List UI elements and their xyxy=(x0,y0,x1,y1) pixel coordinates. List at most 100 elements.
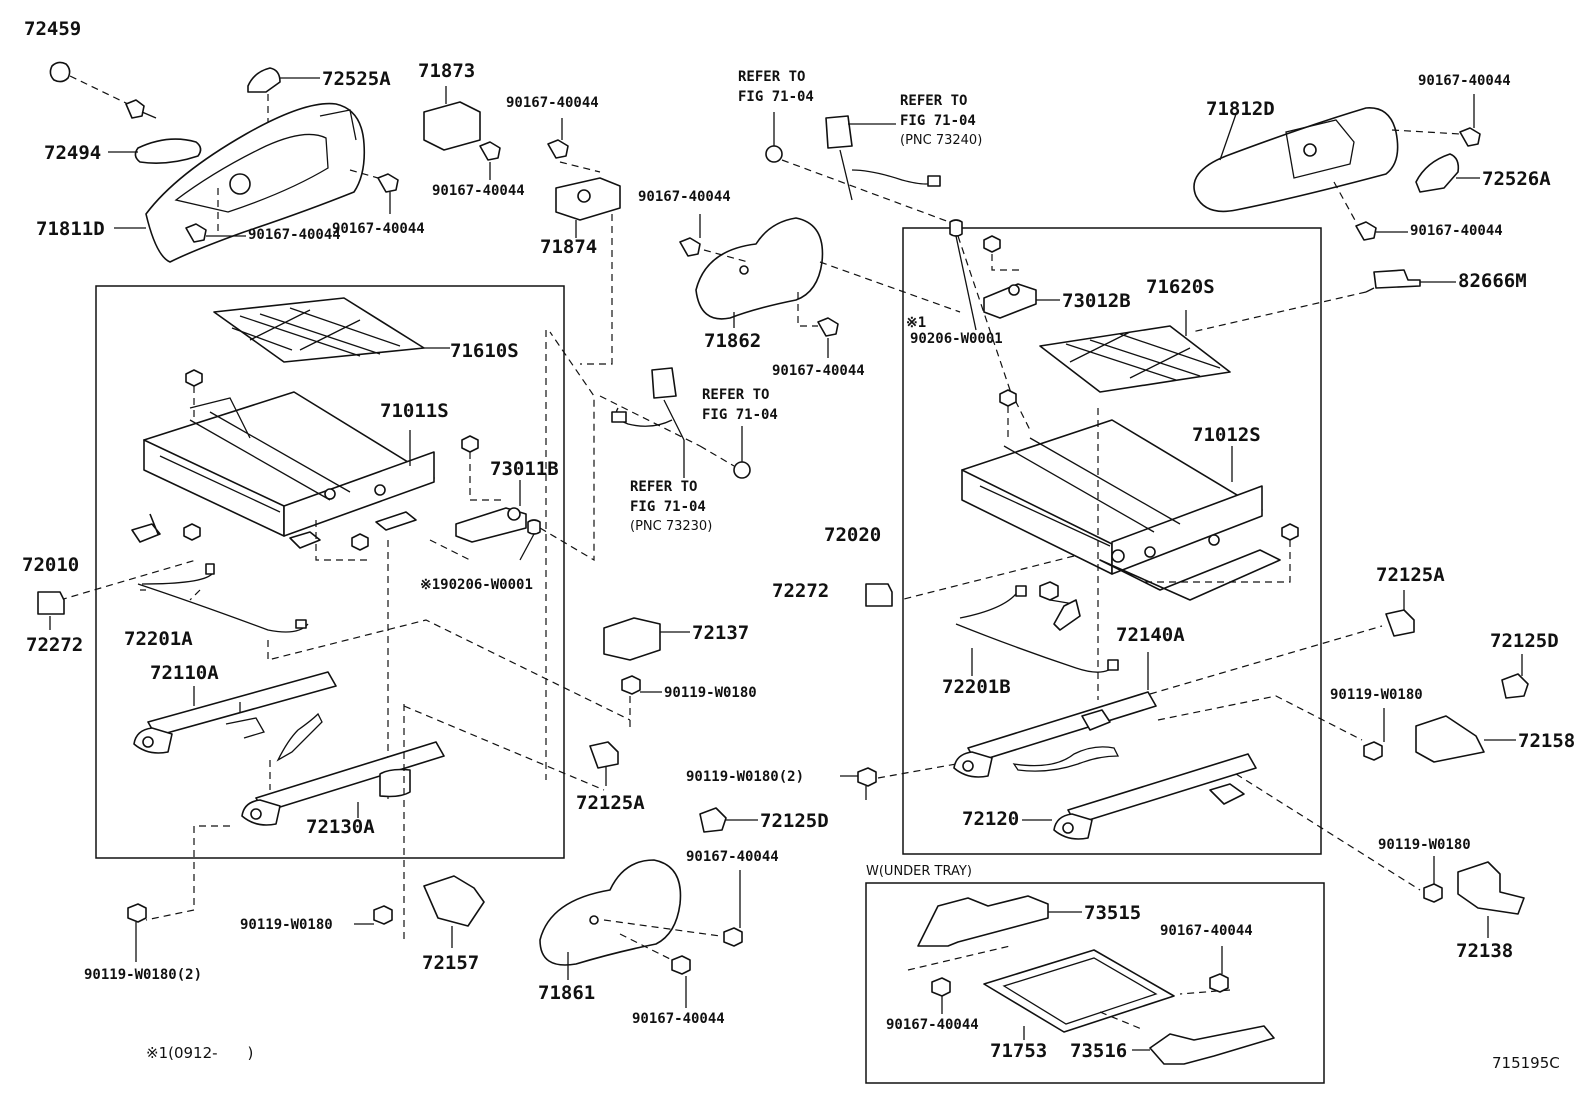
label-footnote: ※1(0912- ) xyxy=(146,1044,254,1062)
part-72459-cap xyxy=(49,61,71,83)
part-72525A-knob xyxy=(247,67,320,93)
label-72201A: 72201A xyxy=(124,628,193,650)
label-90167-l: 90167-40044 xyxy=(1160,923,1253,939)
part-nut-73012B xyxy=(983,235,1020,271)
label-refer4-line1: REFER TO xyxy=(630,479,698,495)
part-71812D-shield xyxy=(1193,107,1399,213)
part-clip-190206 xyxy=(519,519,541,561)
leader-73011B xyxy=(429,331,595,562)
part-clip-90206 xyxy=(949,219,977,331)
leader-71753 xyxy=(1099,1011,1145,1031)
part-nut-73011B xyxy=(461,435,504,501)
part-nut-left-frame-bottom xyxy=(289,511,417,551)
label-72157: 72157 xyxy=(422,952,480,974)
part-73516-bracket xyxy=(1132,1025,1275,1065)
leader-82666M xyxy=(1191,291,1367,333)
leader-73515 xyxy=(907,945,1011,971)
label-71610S: 71610S xyxy=(450,340,519,362)
label-72158: 72158 xyxy=(1518,730,1576,752)
label-71862: 71862 xyxy=(704,330,762,352)
label-90167-d: 90167-40044 xyxy=(506,95,599,111)
part-72130A-rail xyxy=(241,741,445,826)
leader-bolt-e xyxy=(703,249,749,263)
leader-71862-right xyxy=(819,261,961,313)
part-nut-left-frame-top xyxy=(185,369,203,420)
label-72125D-b: 72125D xyxy=(1490,630,1559,652)
part-bolt-90119-center xyxy=(840,767,877,800)
label-72125A-b: 72125A xyxy=(1376,564,1445,586)
part-bolt-90167-e xyxy=(679,214,701,257)
part-72137-bracket xyxy=(603,617,690,661)
leader-71861-a xyxy=(603,919,721,937)
label-refer2-line1: REFER TO xyxy=(900,93,968,109)
label-82666M: 82666M xyxy=(1458,270,1527,292)
label-mark1: ※1 xyxy=(906,315,927,331)
label-71873: 71873 xyxy=(418,60,476,82)
label-72140A: 72140A xyxy=(1116,624,1185,646)
part-71861-cover xyxy=(539,859,682,980)
label-refer2-pnc: (PNC 73240) xyxy=(900,133,983,148)
leader-72272-a xyxy=(59,559,201,601)
part-bolt-right-frame xyxy=(1039,581,1075,605)
label-72526A: 72526A xyxy=(1482,168,1551,190)
part-72201A-harness xyxy=(137,563,631,721)
label-90119-a: 90119-W0180 xyxy=(664,685,757,701)
label-refer4-line2: FIG 71-04 xyxy=(630,499,706,515)
label-72272-b: 72272 xyxy=(772,580,830,602)
label-90167-g: 90167-40044 xyxy=(1418,73,1511,89)
label-71874: 71874 xyxy=(540,236,598,258)
label-72120: 72120 xyxy=(962,808,1020,830)
leader-71874-down xyxy=(580,214,613,365)
label-90119-d: 90119-W0180 xyxy=(1378,837,1471,853)
label-73012B: 73012B xyxy=(1062,290,1131,312)
part-72138-bracket xyxy=(1457,861,1525,938)
label-72130A: 72130A xyxy=(306,816,375,838)
label-refer1-line2: FIG 71-04 xyxy=(738,89,814,105)
leader-71812D xyxy=(1219,113,1237,161)
label-90167-i: 90167-40044 xyxy=(686,849,779,865)
label-figure-id: 715195C xyxy=(1492,1054,1560,1072)
left-seat-frame-box xyxy=(95,285,565,859)
right-seat-frame-box xyxy=(902,227,1322,855)
label-73011B: 73011B xyxy=(490,458,559,480)
part-72120-rail xyxy=(1022,753,1257,840)
part-72158-bracket xyxy=(1415,715,1516,763)
part-bracket-left-small xyxy=(131,513,201,543)
part-bolt-small-a xyxy=(125,99,157,119)
part-bolt-90119-middle xyxy=(621,675,662,730)
part-bolt-90167-j xyxy=(671,955,691,1008)
label-90119-c: 90119-W0180 xyxy=(1330,687,1423,703)
label-90167-j: 90167-40044 xyxy=(632,1011,725,1027)
leader-71874-top xyxy=(559,161,601,173)
leader-72272-b xyxy=(899,555,1075,601)
part-71610S-springs xyxy=(213,297,450,363)
label-71012S: 71012S xyxy=(1192,424,1261,446)
label-72125A-a: 72125A xyxy=(576,792,645,814)
leader-72130A xyxy=(145,825,230,921)
label-72138: 72138 xyxy=(1456,940,1514,962)
part-bolt-90167-c xyxy=(479,141,501,180)
label-refer4-pnc: (PNC 73230) xyxy=(630,519,713,534)
leader-refer-middle xyxy=(599,395,735,467)
under-tray-box xyxy=(865,882,1325,1084)
leader-71861-b xyxy=(619,933,677,963)
part-82666M-clip xyxy=(1365,269,1456,293)
part-71012S-frame xyxy=(961,419,1281,601)
part-nut-refer-middle xyxy=(733,426,751,479)
part-nut-refer-top xyxy=(765,112,783,163)
part-bolt-90167-l xyxy=(1179,946,1231,995)
part-72110A-rail xyxy=(133,671,337,754)
label-90167-a: 90167-40044 xyxy=(248,227,341,243)
label-72137: 72137 xyxy=(692,622,750,644)
label-72494: 72494 xyxy=(44,142,102,164)
part-72526A-knob xyxy=(1415,153,1480,193)
part-bolt-90167-right xyxy=(377,173,399,214)
label-71011S: 71011S xyxy=(380,400,449,422)
part-bolt-90167-f xyxy=(817,317,839,358)
label-90119-f: 90119-W0180(2) xyxy=(84,967,203,983)
part-72125A-clip-middle xyxy=(589,741,619,786)
label-72020: 72020 xyxy=(824,524,882,546)
label-90119-e: 90119-W0180 xyxy=(240,917,333,933)
leader-bolt-g xyxy=(1391,129,1461,135)
